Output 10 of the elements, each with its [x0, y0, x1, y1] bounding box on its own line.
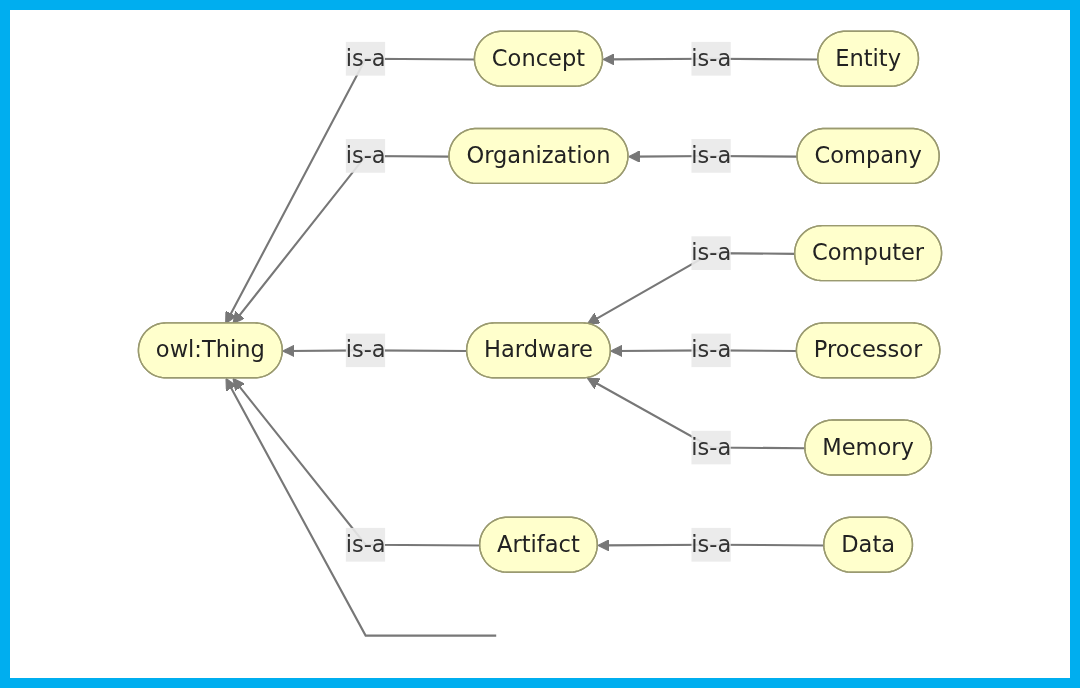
- edge-label: is-a: [691, 239, 732, 266]
- edge-label: is-a: [691, 141, 732, 169]
- edge-label: is-a: [345, 44, 386, 72]
- edge-label: is-a: [345, 336, 386, 364]
- edge-label: is-a: [691, 433, 732, 461]
- edge-label: is-a: [345, 141, 386, 169]
- edge-label: is-a: [691, 530, 732, 558]
- edge-label: is-a: [691, 44, 732, 72]
- edge-label: is-a: [345, 530, 386, 558]
- edge-label: is-a: [691, 336, 732, 364]
